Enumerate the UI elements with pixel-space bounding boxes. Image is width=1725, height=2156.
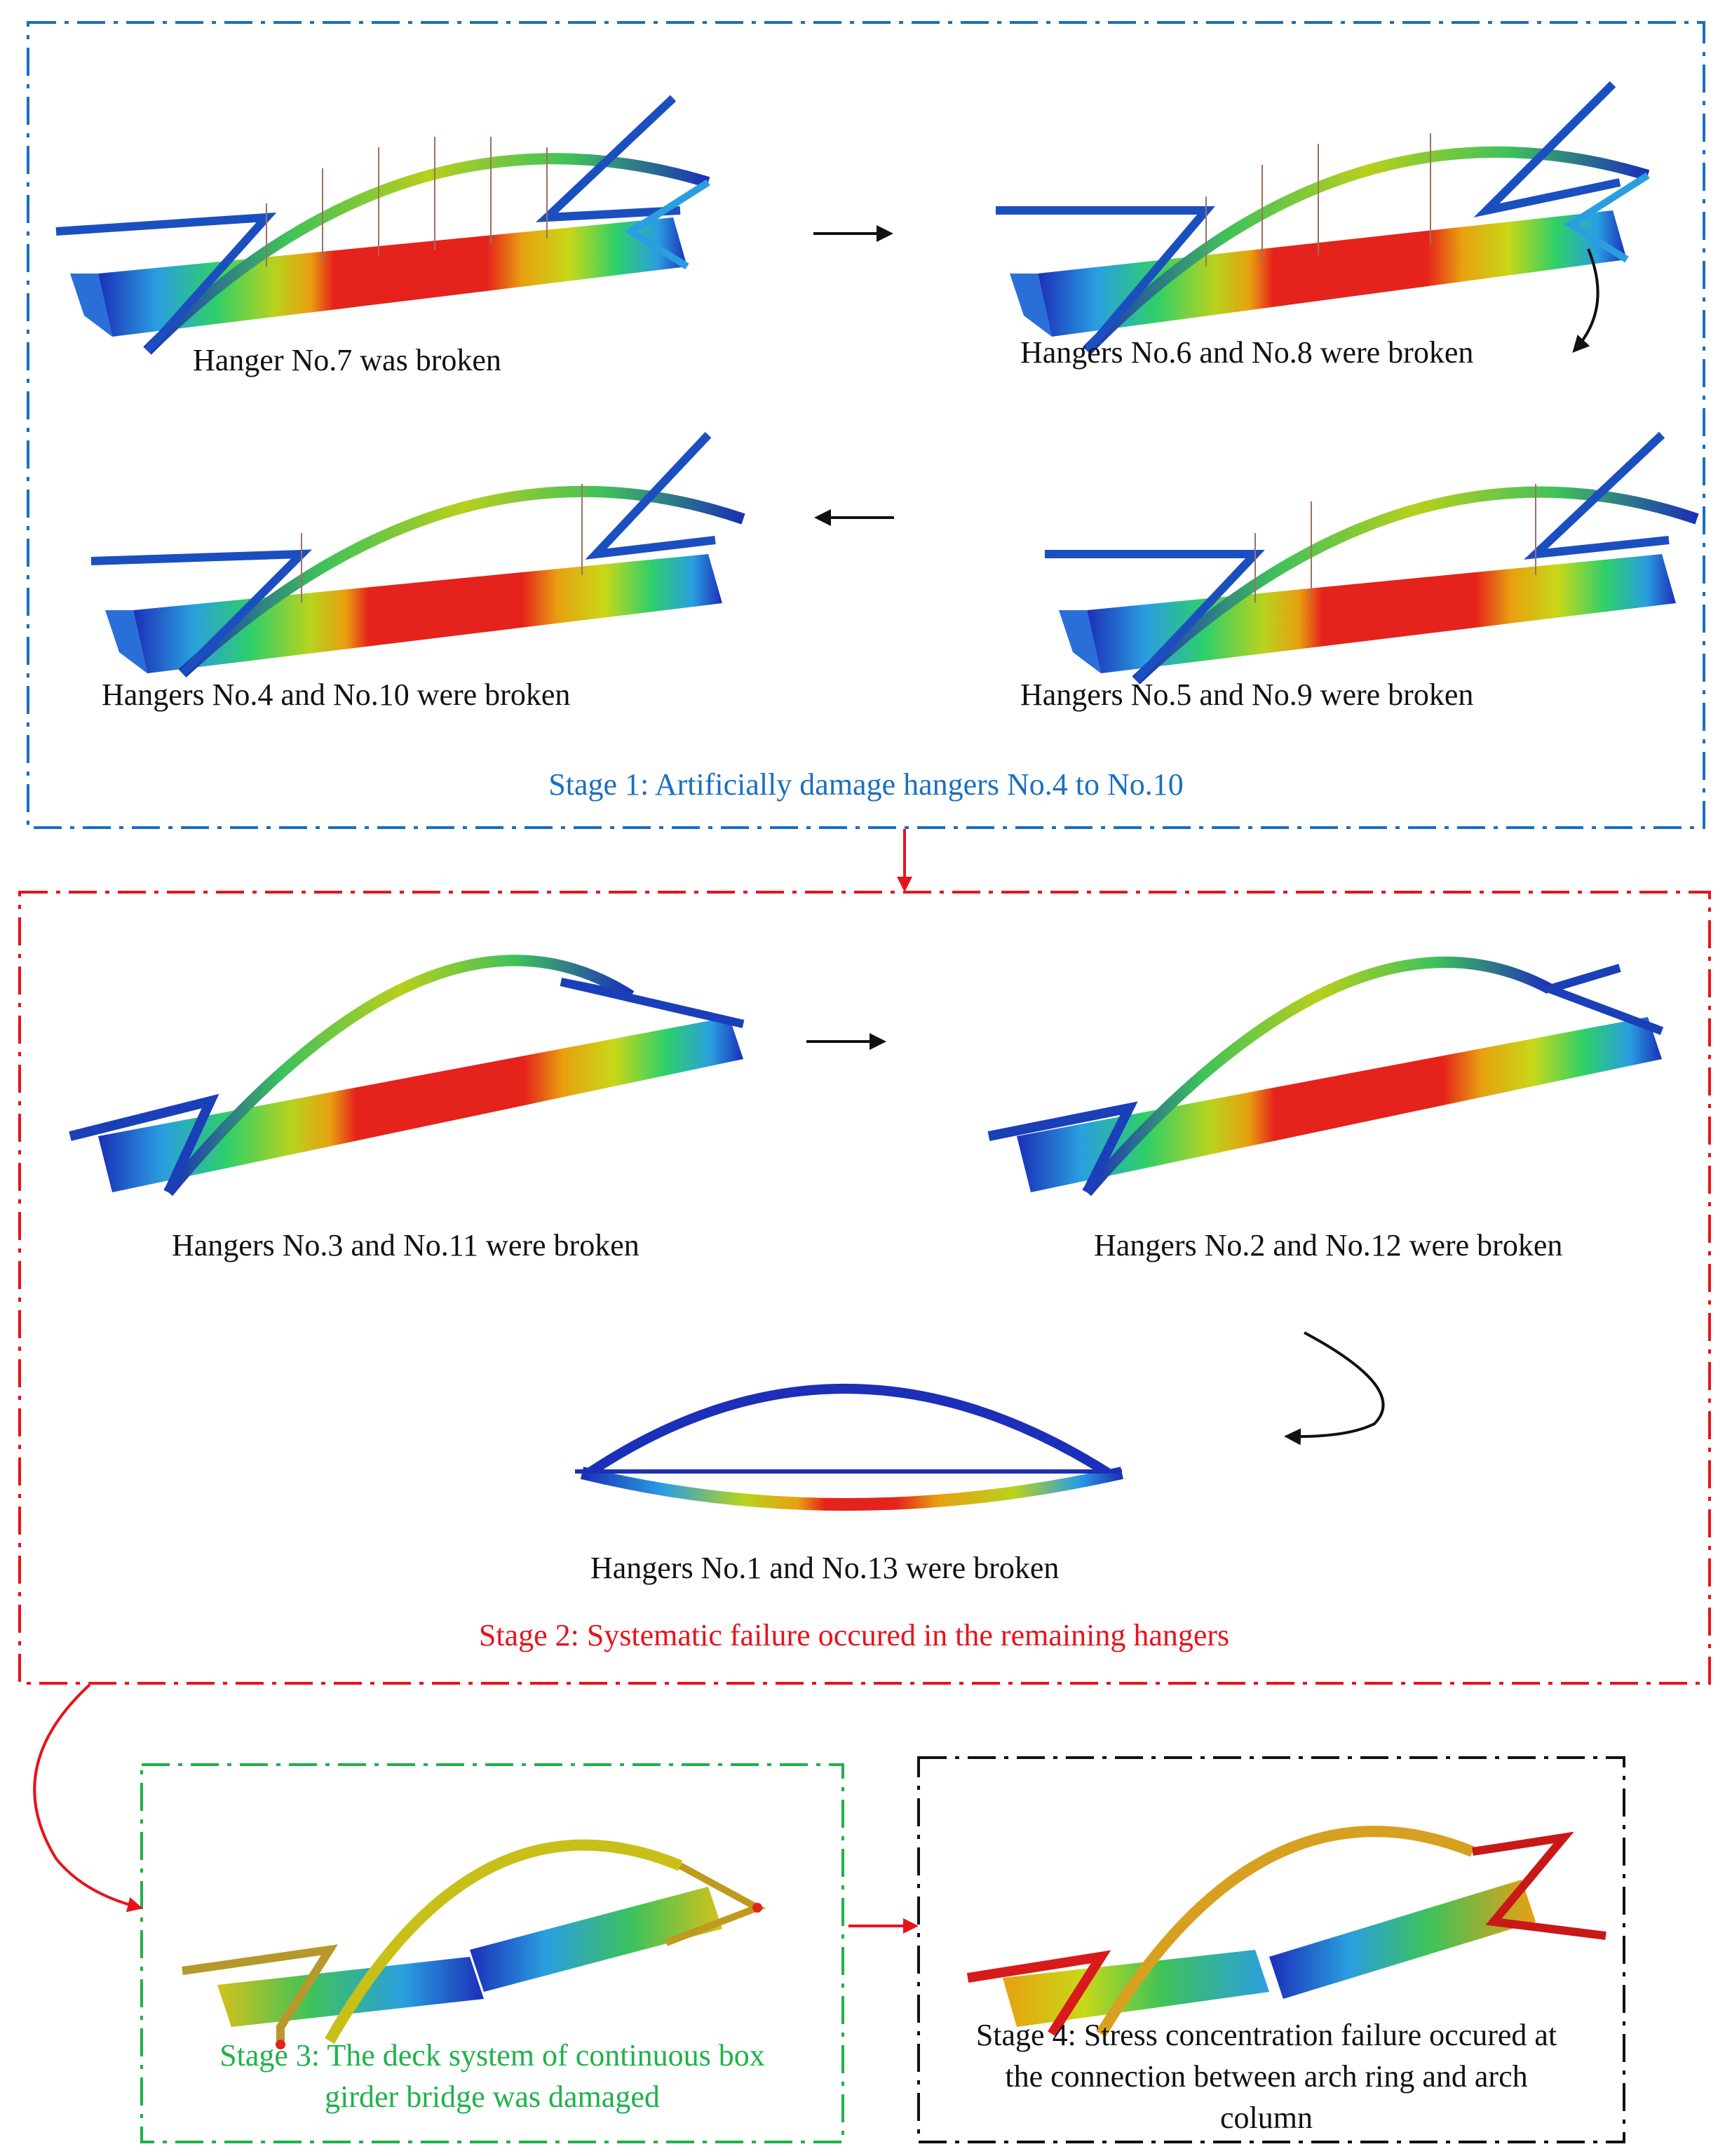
panel-label-1: Hanger No.7 was broken	[193, 343, 501, 377]
stage4-frame	[917, 1756, 1625, 2143]
stage1-frame	[27, 21, 1705, 829]
stage2-caption: Stage 2: Systematic failure occured in t…	[479, 1618, 1229, 1652]
bridge-model-4	[90, 431, 745, 678]
bridge-model-7	[575, 1384, 1123, 1511]
stage2-frame	[18, 891, 1711, 1685]
stage3-frame	[140, 1763, 844, 2143]
panel-label-2: Hangers No.6 and No.8 were broken	[1020, 335, 1473, 370]
panel-label-6: Hangers No.2 and No.12 were broken	[1094, 1228, 1562, 1262]
arrow-6-to-7	[1284, 1331, 1385, 1446]
arrow-2-to-3	[1572, 248, 1599, 353]
bridge-model-5	[69, 955, 745, 1197]
stage4-caption-line1: Stage 4: Stress concentration failure oc…	[976, 2018, 1557, 2052]
stage1-caption: Stage 1: Artificially damage hangers No.…	[548, 767, 1183, 802]
stage4-caption-line3: column	[1220, 2101, 1313, 2135]
panel-label-7: Hangers No.1 and No.13 were broken	[590, 1551, 1059, 1585]
stage4-caption-line2: the connection between arch ring and arc…	[1005, 2059, 1527, 2094]
bridge-model-stage4	[966, 1826, 1606, 2037]
panel-label-5: Hangers No.3 and No.11 were broken	[172, 1228, 640, 1262]
stage3-caption-line2: girder bridge was damaged	[325, 2080, 660, 2114]
panel-label-3: Hangers No.5 and No.9 were broken	[1020, 678, 1473, 712]
stage3-caption-line1: Stage 3: The deck system of continuous b…	[219, 2038, 765, 2073]
bridge-model-stage3	[182, 1839, 766, 2049]
bridge-model-1	[55, 95, 710, 355]
panel-label-4: Hangers No.4 and No.10 were broken	[102, 678, 570, 712]
arrow-stage2-to-stage3	[33, 1683, 143, 1913]
bridge-model-3	[1045, 431, 1699, 685]
bridge-model-6	[987, 956, 1664, 1197]
bridge-model-2	[996, 81, 1650, 355]
